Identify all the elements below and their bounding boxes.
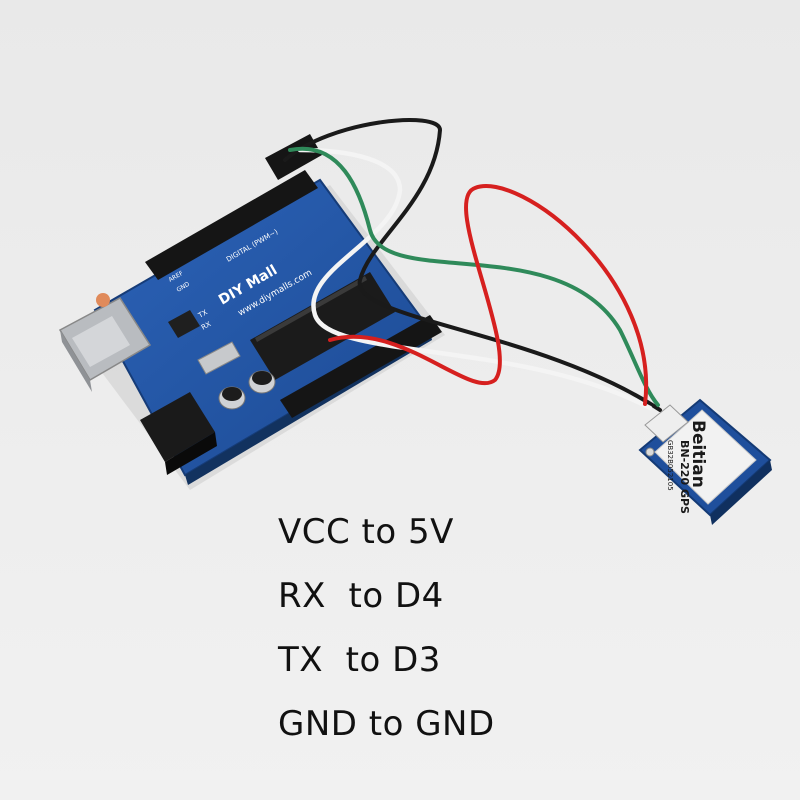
gps-module: Beitian BN-220 GPS GB32B052105 xyxy=(638,398,772,525)
capacitors xyxy=(218,370,276,410)
jumper-wires xyxy=(283,118,662,412)
gps-serial: GB32B052105 xyxy=(666,440,674,491)
instruction-tx: TX to D3 xyxy=(278,640,441,680)
power-jack xyxy=(140,392,217,475)
wire-white xyxy=(297,147,653,411)
gps-connector xyxy=(644,404,689,443)
wire-green xyxy=(288,146,660,407)
digital-header xyxy=(145,170,318,280)
gps-model: BN-220 GPS xyxy=(678,440,691,514)
analog-header xyxy=(280,315,442,418)
reset-button xyxy=(96,293,110,307)
board-marking-rx: RX xyxy=(200,320,213,332)
instruction-gnd: GND to GND xyxy=(278,704,495,744)
instruction-rx: RX to D4 xyxy=(278,576,444,616)
gps-label-sticker xyxy=(654,409,757,505)
small-chip xyxy=(168,310,200,338)
crystal xyxy=(197,341,241,375)
wire-red xyxy=(328,184,649,406)
instruction-vcc: VCC to 5V xyxy=(278,512,454,552)
gps-brand: Beitian xyxy=(688,420,708,488)
gps-led xyxy=(645,447,655,457)
usb-connector xyxy=(58,297,152,392)
arduino-board: DIY Mall www.diymalls.com DIGITAL (PWM~)… xyxy=(58,134,442,485)
wiring-instructions: VCC to 5V RX to D4 TX to D3 GND to GND xyxy=(278,515,698,771)
